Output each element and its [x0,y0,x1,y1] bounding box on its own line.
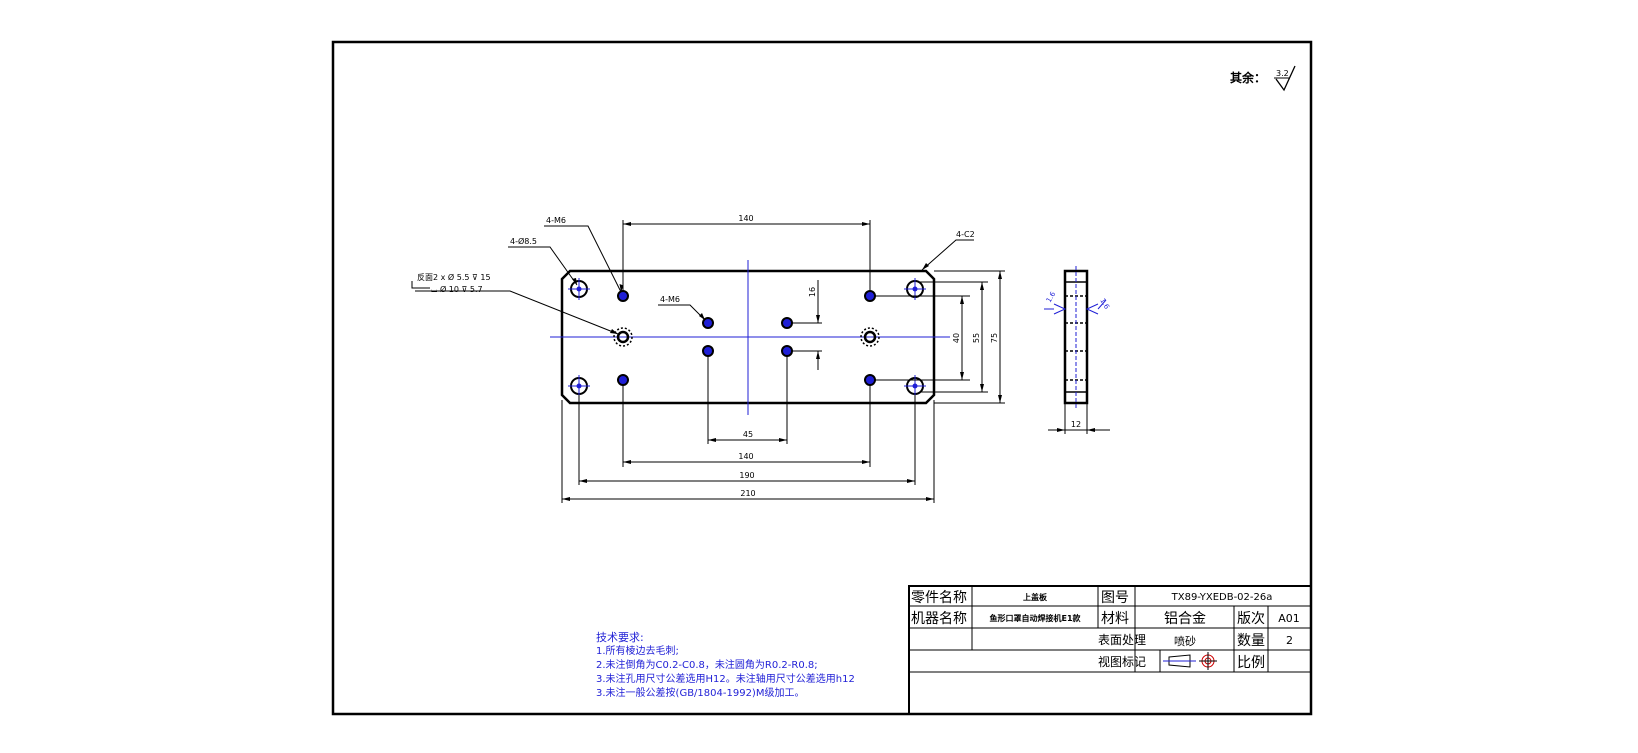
quantity-label: 数量 [1237,633,1265,649]
roughness-label: 其余： [1230,70,1266,85]
plate-outline [560,269,936,405]
drawing-no-value: TX89-YXEDB-02-26a [1171,592,1273,603]
technical-notes: 技术要求: 1.所有棱边去毛刺; 2.未注倒角为C0.2-C0.8，未注圆角为R… [596,631,855,699]
dim-right-75: 75 [990,333,999,343]
drawing-no-label: 图号 [1101,590,1129,606]
callout-counterbore-1: 反面2 x Ø 5.5 ⊽ 15 [417,272,491,282]
dim-bottom-210: 210 [740,489,755,498]
note-item-2: 2.未注倒角为C0.2-C0.8，未注圆角为R0.2-R0.8; [596,658,818,671]
dim-bottom-140: 140 [738,452,753,461]
revision-value: A01 [1278,612,1300,625]
notes-title: 技术要求: [596,631,644,644]
note-item-1: 1.所有棱边去毛刺; [596,644,679,657]
roughness-note: 其余： 3.2 [1230,65,1296,92]
material-value: 铝合金 [1164,611,1206,627]
callout-m6-center: 4-M6 [660,295,680,304]
surface-label: 表面处理 [1098,633,1146,647]
part-name-value: 上盖板 [1023,592,1048,602]
dimension-lines [562,223,1001,500]
machine-name-label: 机器名称 [911,611,967,627]
side-view: 1.6 1.6 12 [1044,266,1111,434]
note-item-3: 3.未注孔用尺寸公差选用H12。未注轴用尺寸公差选用h12 [596,672,855,685]
callout-dia8-5: 4-Ø8.5 [510,236,537,246]
side-outline [1063,269,1089,405]
machine-name-value: 鱼形口罩自动焊接机E1款 [989,613,1081,623]
material-label: 材料 [1101,611,1129,627]
note-item-4: 3.未注一般公差按(GB/1804-1992)M级加工。 [596,686,804,699]
drawing-frame [331,40,1313,716]
quantity-value: 2 [1286,634,1293,647]
projection-symbol-icon [1163,652,1217,670]
view-mark-label: 视图标记 [1098,654,1146,669]
title-block: 零件名称 上盖板 图号 TX89-YXEDB-02-26a 机器名称 鱼形口罩自… [908,585,1312,715]
revision-label: 版次 [1237,611,1265,627]
callout-m6-top: 4-M6 [546,216,566,225]
dim-top-140: 140 [738,214,753,223]
counterbore-holes [613,327,880,347]
m6-holes-center [702,317,793,357]
dim-right-55: 55 [972,333,981,343]
dim-right-40: 40 [952,333,961,343]
roughness-value: 3.2 [1276,69,1289,78]
roughness-symbol-icon [1275,65,1296,92]
scale-label: 比例 [1237,655,1265,671]
callout-chamfer: 4-C2 [956,230,975,239]
dimension-arrows [562,222,1002,501]
side-roughness-left: 1.6 [1045,290,1058,304]
side-roughness-right: 1.6 [1098,297,1111,311]
dim-side-12: 12 [1071,420,1081,429]
dim-right-16: 16 [808,287,817,297]
leader-lines [411,225,974,335]
extension-lines [561,220,1005,503]
dim-bottom-45: 45 [743,430,753,439]
surface-value: 喷砂 [1174,635,1196,648]
part-name-label: 零件名称 [911,590,967,606]
front-view: 140 45 140 190 210 16 40 55 75 4-M6 4-Ø8… [411,214,1005,503]
m6-holes-outer [617,290,876,386]
callout-counterbore-2: ⌴ Ø 10 ⊽ 5.7 [431,284,483,294]
dim-bottom-190: 190 [739,471,754,480]
side-roughness-icon [1044,299,1107,315]
